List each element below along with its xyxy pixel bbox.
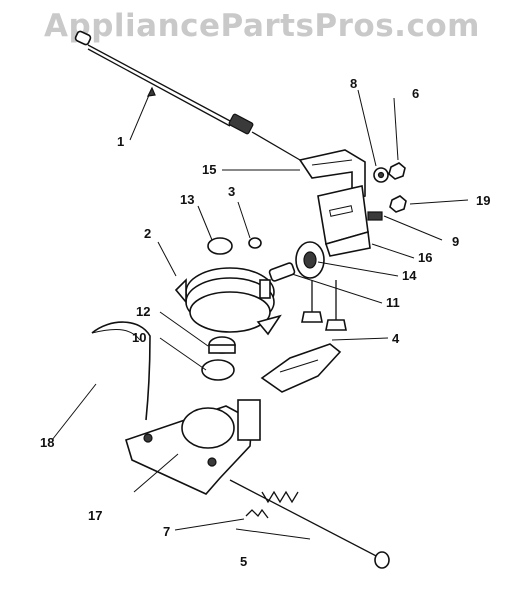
part-7-clip — [245, 508, 269, 519]
callout-7: 7 — [163, 524, 170, 539]
callout-15: 15 — [202, 162, 216, 177]
callout-18: 18 — [40, 435, 54, 450]
part-10-spacer — [201, 359, 235, 381]
callout-labels: 1 2 3 4 5 6 7 8 9 10 11 12 13 14 15 16 1… — [40, 76, 490, 569]
callout-9: 9 — [452, 234, 459, 249]
callout-17: 17 — [88, 508, 102, 523]
watermark-text: AppliancePartsPros.com — [44, 8, 480, 44]
callout-5: 5 — [240, 554, 247, 569]
part-2-idler-assembly — [174, 267, 282, 336]
part-12-bushing — [208, 336, 236, 354]
part-9-bolt — [367, 211, 383, 221]
callout-12: 12 — [136, 304, 150, 319]
callout-1: 1 — [117, 134, 124, 149]
part-16-plate — [317, 185, 371, 257]
part-4-bolts — [301, 280, 347, 331]
part-17-base — [125, 399, 261, 495]
part-14-pulley — [295, 241, 325, 279]
part-11-spacer — [268, 262, 296, 282]
callout-16: 16 — [418, 250, 432, 265]
callout-10: 10 — [132, 330, 146, 345]
callout-3: 3 — [228, 184, 235, 199]
callout-11: 11 — [386, 295, 400, 310]
part-13-ring — [207, 237, 233, 255]
callout-8: 8 — [350, 76, 357, 91]
callout-14: 14 — [402, 268, 417, 283]
part-3-pin — [248, 237, 262, 249]
part-1-cable — [74, 30, 301, 161]
part-6-nut — [388, 162, 406, 180]
leader-lines — [51, 86, 469, 540]
callout-4: 4 — [392, 331, 400, 346]
lever-plate — [260, 343, 342, 393]
part-19-nut — [389, 195, 407, 213]
callout-19: 19 — [476, 193, 490, 208]
callout-2: 2 — [144, 226, 151, 241]
part-5-rod — [229, 479, 390, 569]
callout-13: 13 — [180, 192, 194, 207]
part-8-washer — [373, 167, 389, 183]
part-18-arm — [91, 321, 151, 421]
callout-6: 6 — [412, 86, 419, 101]
